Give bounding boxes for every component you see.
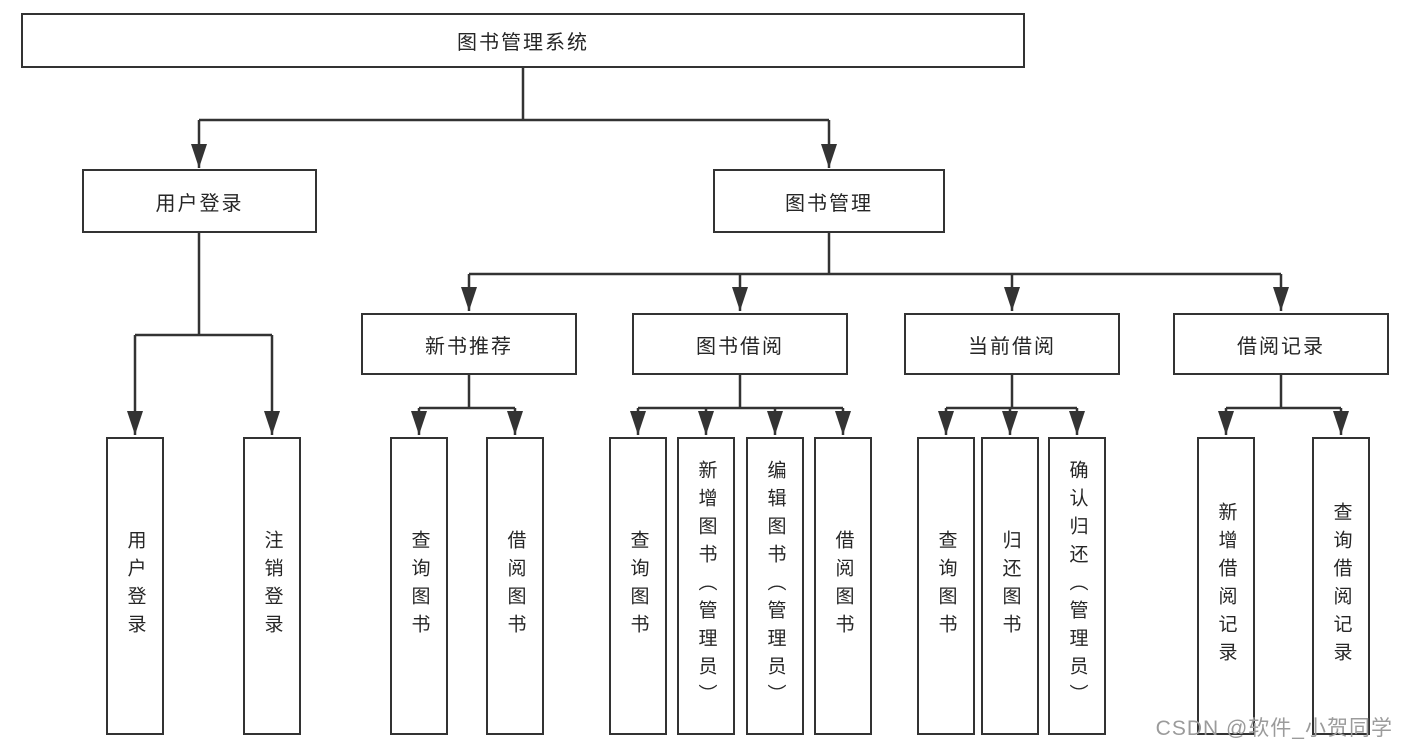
leaf-confirm-return-admin-label: 确认归还（管理员） <box>1066 460 1088 712</box>
connector-user-login-children <box>127 233 280 435</box>
node-book-management-label: 图书管理 <box>785 192 873 215</box>
leaf-return-books: 归还图书 <box>981 437 1039 735</box>
leaf-borrow-books-borrowing-label: 借阅图书 <box>832 530 854 642</box>
leaf-return-books-label: 归还图书 <box>999 530 1021 642</box>
node-new-book-recommendation: 新书推荐 <box>361 313 577 375</box>
leaf-add-borrow-record-label: 新增借阅记录 <box>1215 502 1237 670</box>
node-user-login-label: 用户登录 <box>155 192 244 215</box>
node-user-login: 用户登录 <box>82 169 317 233</box>
node-new-book-recommendation-label: 新书推荐 <box>425 335 513 358</box>
leaf-query-books-recommend: 查询图书 <box>390 437 448 735</box>
leaf-add-book-admin: 新增图书（管理员） <box>677 437 735 735</box>
leaf-logout: 注销登录 <box>243 437 301 735</box>
node-borrowing-records: 借阅记录 <box>1173 313 1389 375</box>
leaf-query-books-borrowing: 查询图书 <box>609 437 667 735</box>
connector-current-borrow-children <box>938 375 1085 435</box>
watermark: CSDN @软件_小贺同学 <box>1155 717 1393 740</box>
node-book-borrowing-label: 图书借阅 <box>696 335 784 358</box>
connector-recommend-children <box>411 375 523 435</box>
leaf-query-books-current: 查询图书 <box>917 437 975 735</box>
leaf-edit-book-admin-label: 编辑图书（管理员） <box>764 460 786 712</box>
leaf-query-books-borrowing-label: 查询图书 <box>627 530 649 642</box>
node-book-borrowing: 图书借阅 <box>632 313 848 375</box>
node-current-borrowing: 当前借阅 <box>904 313 1120 375</box>
leaf-edit-book-admin: 编辑图书（管理员） <box>746 437 804 735</box>
connector-records-children <box>1218 375 1349 435</box>
leaf-confirm-return-admin: 确认归还（管理员） <box>1048 437 1106 735</box>
leaf-query-books-current-label: 查询图书 <box>935 530 957 642</box>
leaf-query-borrow-record: 查询借阅记录 <box>1312 437 1370 735</box>
leaf-query-borrow-record-label: 查询借阅记录 <box>1330 502 1352 670</box>
leaf-add-borrow-record: 新增借阅记录 <box>1197 437 1255 735</box>
node-borrowing-records-label: 借阅记录 <box>1237 335 1325 358</box>
connector-borrowing-children <box>630 375 851 435</box>
leaf-user-login-label: 用户登录 <box>124 530 146 642</box>
leaf-logout-label: 注销登录 <box>261 530 283 642</box>
leaf-user-login: 用户登录 <box>106 437 164 735</box>
connector-root-to-level2 <box>191 68 837 168</box>
node-book-management: 图书管理 <box>713 169 945 233</box>
leaf-query-books-recommend-label: 查询图书 <box>408 530 430 642</box>
node-root: 图书管理系统 <box>21 13 1025 68</box>
leaf-borrow-books-recommend-label: 借阅图书 <box>504 530 526 642</box>
node-current-borrowing-label: 当前借阅 <box>968 335 1056 358</box>
node-root-label: 图书管理系统 <box>457 32 589 54</box>
leaf-borrow-books-borrowing: 借阅图书 <box>814 437 872 735</box>
leaf-add-book-admin-label: 新增图书（管理员） <box>695 460 717 712</box>
connector-book-management-children <box>461 233 1289 311</box>
leaf-borrow-books-recommend: 借阅图书 <box>486 437 544 735</box>
